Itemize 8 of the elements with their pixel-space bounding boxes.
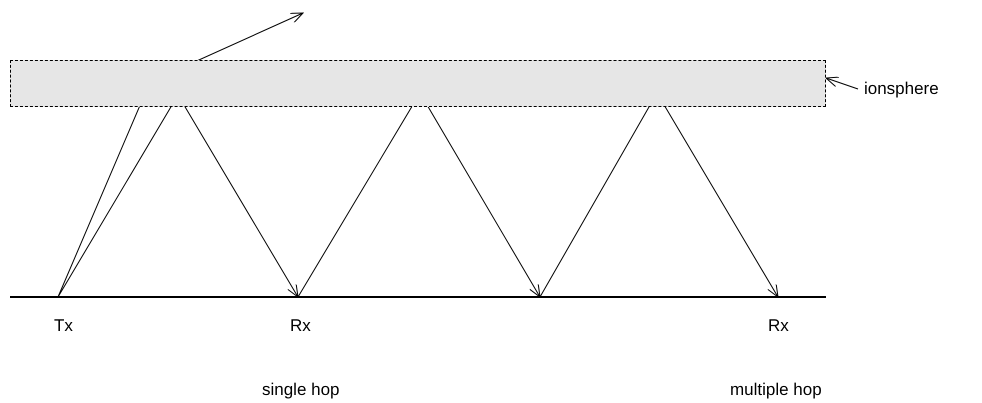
station-label: Tx: [54, 316, 73, 336]
station-label: Rx: [290, 316, 311, 336]
hop-caption: single hop: [262, 380, 340, 400]
station-label: Rx: [768, 316, 789, 336]
callout-label: ionsphere: [864, 78, 964, 100]
leader-line: [826, 76, 858, 90]
ionosphere-band: [10, 60, 826, 107]
hop-caption: multiple hop: [730, 380, 822, 400]
